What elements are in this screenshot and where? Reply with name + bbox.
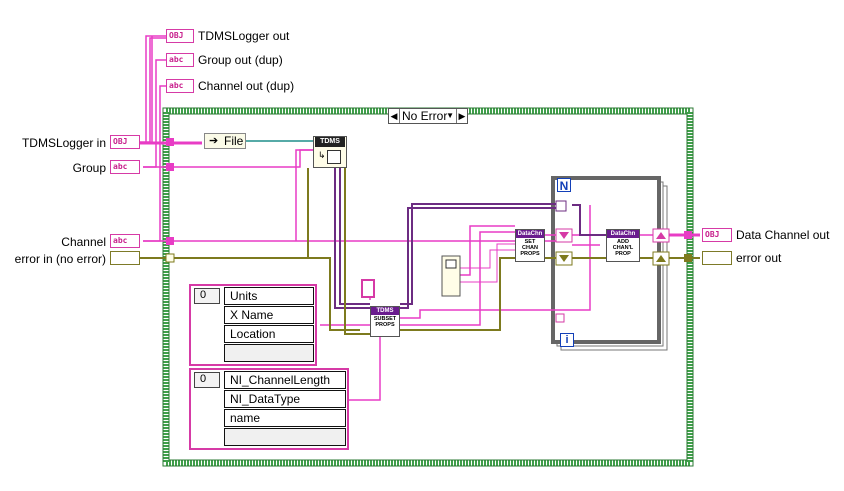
set-chan-props-line1: SET bbox=[524, 239, 536, 245]
case-selector[interactable]: ◀ No Error ▼ ▶ bbox=[388, 108, 468, 124]
shift-registers bbox=[555, 200, 670, 323]
branch-icon: ↳ bbox=[318, 150, 326, 160]
set-chan-props-line3: PROPS bbox=[520, 251, 540, 257]
case-dropdown-icon[interactable]: ▼ bbox=[446, 111, 454, 120]
file-node-label: File bbox=[224, 134, 244, 148]
add-chan-prop-header: DataChn bbox=[607, 230, 639, 238]
case-selector-value: No Error bbox=[402, 109, 448, 123]
array-index[interactable]: 0 bbox=[194, 288, 220, 304]
array-element[interactable]: X Name bbox=[224, 306, 314, 324]
group-out-dup-label: Group out (dup) bbox=[198, 53, 283, 67]
cluster-wires bbox=[460, 243, 515, 283]
array-index[interactable]: 0 bbox=[194, 372, 220, 388]
error-in-label: error in (no error) bbox=[14, 252, 106, 266]
case-next-icon[interactable]: ▶ bbox=[456, 109, 467, 123]
subset-props-header: TDMS bbox=[371, 307, 399, 315]
array-element[interactable]: name bbox=[224, 409, 346, 427]
data-channel-out-terminal[interactable]: OBJ bbox=[702, 228, 732, 242]
group-terminal[interactable]: abc bbox=[110, 160, 140, 174]
error-wires bbox=[140, 168, 700, 335]
channel-terminal[interactable]: abc bbox=[110, 234, 140, 248]
tunnels bbox=[165, 138, 692, 263]
data-channel-out-label: Data Channel out bbox=[736, 228, 830, 242]
array-element[interactable]: NI_ChannelLength bbox=[224, 371, 346, 389]
add-chan-prop-line3: PROP bbox=[615, 251, 631, 257]
subset-props-line2: PROPS bbox=[375, 322, 395, 328]
array-element[interactable]: NI_DataType bbox=[224, 390, 346, 408]
set-chan-props-line2: CHAN bbox=[522, 245, 538, 251]
add-chan-prop-line2: CHAN'L bbox=[612, 245, 634, 251]
set-chan-props-header: DataChn bbox=[516, 230, 544, 238]
error-out-label: error out bbox=[736, 251, 782, 265]
array-element[interactable] bbox=[224, 428, 346, 446]
file-property-node[interactable]: ➔ File bbox=[204, 133, 246, 149]
arrow-right-icon: ➔ bbox=[209, 135, 219, 147]
loop-iteration-terminal[interactable]: i bbox=[560, 333, 574, 347]
loop-count-terminal[interactable]: N bbox=[557, 178, 571, 193]
tdmslogger-in-terminal[interactable]: OBJ bbox=[110, 135, 140, 149]
group-label: Group bbox=[72, 161, 106, 175]
empty-string-constant[interactable] bbox=[361, 279, 375, 298]
tdmslogger-out-terminal[interactable]: OBJ bbox=[166, 29, 194, 43]
case-prev-icon[interactable]: ◀ bbox=[389, 109, 400, 123]
channel-label: Channel bbox=[61, 235, 106, 249]
error-out-terminal[interactable] bbox=[702, 251, 732, 265]
tdmslogger-out-label: TDMSLogger out bbox=[198, 29, 290, 43]
purple-wires bbox=[334, 168, 606, 309]
tdms-open-header: TDMS bbox=[315, 137, 345, 147]
list-icon bbox=[327, 150, 341, 164]
build-array-icon bbox=[445, 259, 457, 269]
channel-out-dup-terminal[interactable]: abc bbox=[166, 79, 194, 93]
add-chan-prop-line1: ADD bbox=[617, 239, 629, 245]
channel-out-dup-label: Channel out (dup) bbox=[198, 79, 295, 93]
tdmslogger-in-label: TDMSLogger in bbox=[21, 136, 106, 150]
array-element[interactable]: Location bbox=[224, 325, 314, 343]
array-element[interactable] bbox=[224, 344, 314, 362]
array-element[interactable]: Units bbox=[224, 287, 314, 305]
group-out-dup-terminal[interactable]: abc bbox=[166, 53, 194, 67]
error-in-terminal[interactable] bbox=[110, 251, 140, 265]
subset-props-line1: SUBSET bbox=[373, 316, 397, 322]
